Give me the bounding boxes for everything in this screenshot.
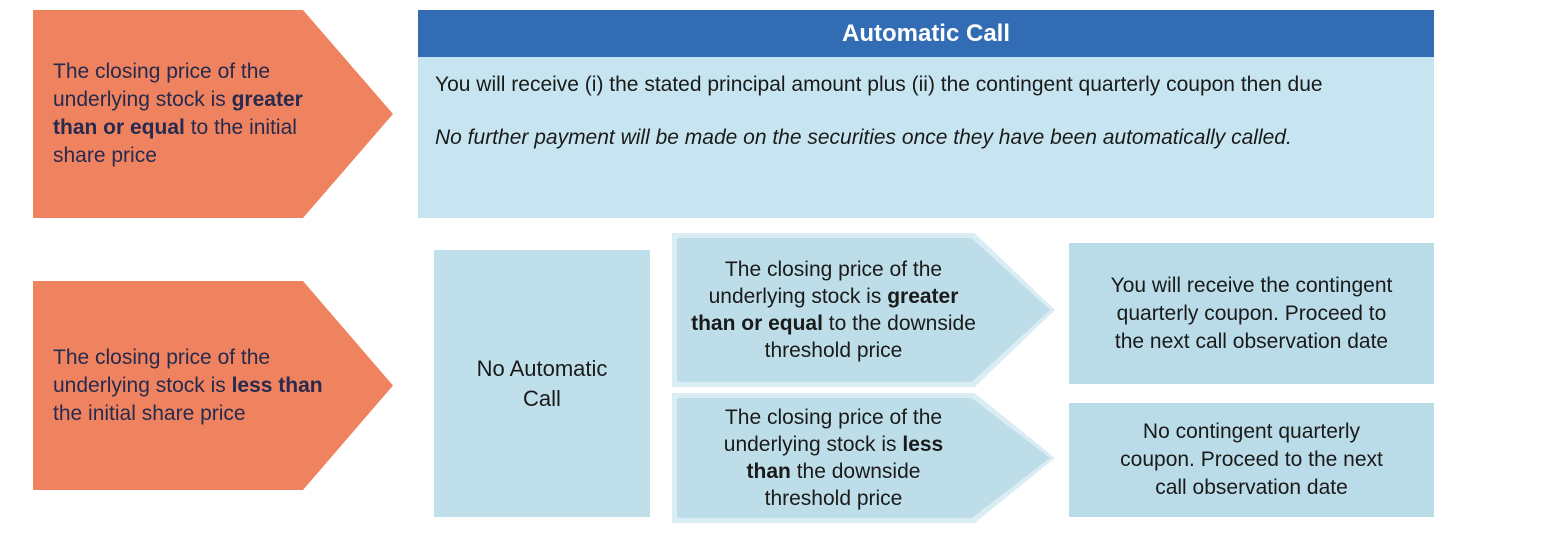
condition-arrow-at-or-above-initial: The closing price of the underlying stoc… [33, 10, 393, 218]
automatic-call-title: Automatic Call [841, 19, 1011, 47]
condition-text-suffix: to the initial share price [53, 116, 297, 167]
condition-text-prefix: The closing price of the underlying stoc… [53, 60, 271, 111]
threshold-text-at-or-above-downside: The closing price of the underlying stoc… [691, 256, 976, 364]
condition-text-at-or-above-initial: The closing price of the underlying stoc… [53, 58, 345, 170]
threshold-text-bold: less than [746, 433, 944, 483]
threshold-text-prefix: The closing price of the underlying stoc… [723, 406, 943, 456]
threshold-arrow-at-or-above-downside: The closing price of the underlying stoc… [672, 233, 1055, 387]
threshold-text-below-downside: The closing price of the underlying stoc… [704, 404, 964, 512]
automatic-call-body: You will receive (i) the stated principa… [418, 57, 1434, 218]
outcome-coupon-paid-text: You will receive the contingent quarterl… [1110, 273, 1393, 353]
outcome-box-no-coupon: No contingent quarterly coupon. Proceed … [1069, 403, 1434, 517]
condition-text-bold: less than [231, 373, 323, 397]
condition-text-below-initial: The closing price of the underlying stoc… [53, 344, 355, 428]
condition-arrow-below-initial: The closing price of the underlying stoc… [33, 281, 393, 490]
threshold-text-suffix: to the downside threshold price [764, 312, 976, 362]
threshold-arrow-fill: The closing price of the underlying stoc… [677, 398, 1050, 518]
condition-text-suffix: the initial share price [53, 401, 246, 425]
outcome-box-coupon-paid: You will receive the contingent quarterl… [1069, 243, 1434, 384]
condition-text-bold: greater than or equal [53, 88, 303, 139]
threshold-text-suffix: the downside threshold price [764, 460, 921, 510]
automatic-call-note-text: No further payment will be made on the s… [435, 126, 1292, 149]
threshold-text-prefix: The closing price of the underlying stoc… [708, 258, 943, 308]
threshold-text-bold: greater than or equal [691, 285, 959, 335]
automatic-call-payment-text: You will receive (i) the stated principa… [435, 73, 1323, 96]
no-automatic-call-label: No Automatic Call [476, 355, 608, 411]
threshold-arrow-fill: The closing price of the underlying stoc… [677, 238, 1050, 382]
automatic-call-header: Automatic Call [418, 10, 1434, 57]
no-automatic-call-box: No Automatic Call [434, 250, 650, 517]
condition-text-prefix: The closing price of the underlying stoc… [53, 345, 271, 397]
outcome-no-coupon-text: No contingent quarterly coupon. Proceed … [1120, 420, 1383, 499]
threshold-arrow-below-downside: The closing price of the underlying stoc… [672, 393, 1055, 523]
